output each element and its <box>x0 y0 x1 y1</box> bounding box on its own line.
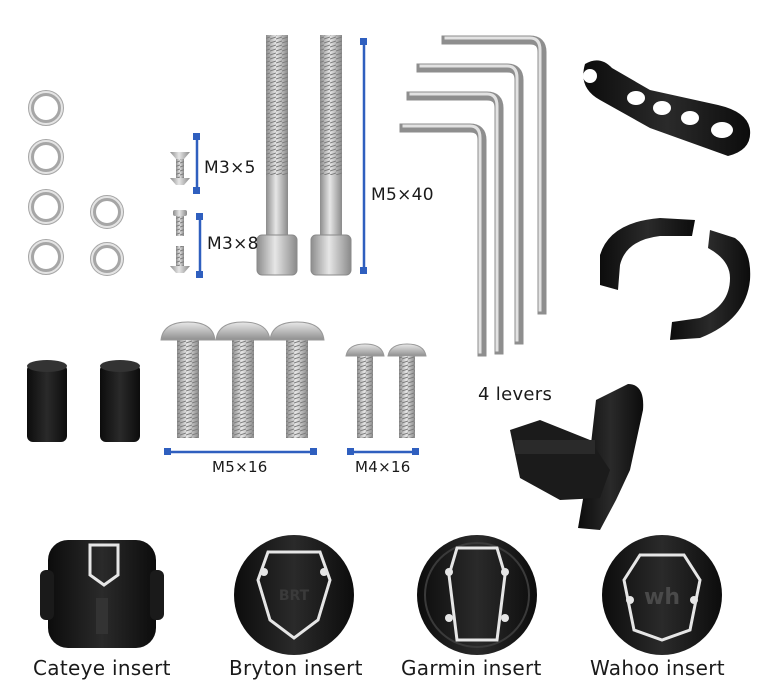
label-wahoo-insert: Wahoo insert <box>590 656 725 680</box>
label-m5x16: M5×16 <box>212 458 268 476</box>
m5x40-bolts <box>256 35 352 276</box>
garmin-insert <box>417 535 537 655</box>
wahoo-mark: wh <box>644 585 680 610</box>
wahoo-insert: wh <box>602 535 722 655</box>
label-m3x5: M3×5 <box>204 158 256 178</box>
bryton-insert: BRT <box>234 535 354 655</box>
label-m3x8: M3×8 <box>207 234 259 254</box>
label-bryton-insert: Bryton insert <box>229 656 363 680</box>
black-spacers <box>27 360 140 442</box>
cateye-insert <box>40 540 164 648</box>
allen-keys <box>399 35 547 357</box>
mount-bracket <box>510 384 644 530</box>
washers <box>28 90 124 276</box>
spanner-tool <box>583 60 751 157</box>
label-levers: 4 levers <box>478 384 553 405</box>
m3-screws <box>170 152 190 273</box>
bryton-mark: BRT <box>279 588 310 604</box>
m4x16-screws <box>345 343 427 438</box>
dimension-lines <box>164 38 419 455</box>
m5x16-screws <box>160 321 325 438</box>
label-m4x16: M4×16 <box>355 458 411 476</box>
label-m5x40: M5×40 <box>371 185 434 205</box>
clamp-shim <box>600 218 751 340</box>
label-cateye-insert: Cateye insert <box>33 656 171 680</box>
label-garmin-insert: Garmin insert <box>401 656 542 680</box>
